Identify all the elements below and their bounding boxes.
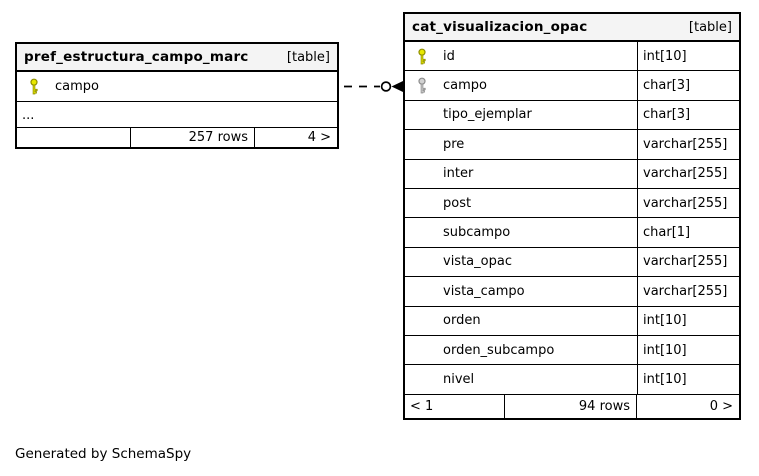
column-row: campo char[3] (405, 71, 739, 101)
column-name-cell: post (405, 189, 637, 217)
column-name-cell: tipo_ejemplar (405, 101, 637, 129)
footer-row-count: 94 rows (505, 394, 637, 418)
column-name-cell: pre (405, 130, 637, 158)
column-name: campo (443, 78, 487, 94)
footer-prev-related (17, 128, 131, 147)
table-title: cat_visualizacion_opac (412, 19, 588, 35)
column-list: campo (17, 72, 337, 102)
key-icon-placeholder (417, 312, 427, 329)
footer-row-count: 257 rows (131, 128, 255, 147)
column-row: nivel int[10] (405, 365, 739, 395)
table-title: pref_estructura_campo_marc (24, 49, 249, 65)
table-type-badge: [table] (688, 19, 732, 35)
table-header: pref_estructura_campo_marc [table] (17, 44, 337, 72)
column-name: campo (55, 79, 99, 94)
column-name: inter (443, 166, 474, 182)
foreign-key-icon (417, 77, 427, 94)
column-name: tipo_ejemplar (443, 107, 532, 123)
column-row: vista_opac varchar[255] (405, 247, 739, 278)
column-row: post varchar[255] (405, 188, 739, 219)
key-icon-placeholder (417, 371, 427, 388)
table-type-badge: [table] (286, 49, 330, 65)
table-footer: 257 rows 4 > (17, 128, 337, 147)
column-name-cell: inter (405, 160, 637, 188)
key-icon-placeholder (417, 195, 427, 212)
column-type: int[10] (637, 42, 739, 71)
table-pref-estructura-campo-marc[interactable]: pref_estructura_campo_marc [table] campo… (15, 42, 339, 149)
column-row: pre varchar[255] (405, 130, 739, 160)
column-row: inter varchar[255] (405, 159, 739, 189)
column-row: vista_campo varchar[255] (405, 277, 739, 307)
primary-key-icon (29, 78, 39, 95)
footer-next-related: 0 > (709, 398, 733, 414)
column-row: orden_subcampo int[10] (405, 335, 739, 366)
column-type: char[3] (637, 71, 739, 100)
column-name-cell: campo (17, 72, 337, 101)
footer-prev-related: < 1 (405, 394, 505, 418)
key-icon-placeholder (417, 224, 427, 241)
column-name: post (443, 195, 472, 211)
column-type: int[10] (637, 335, 739, 365)
column-name-cell: campo (405, 71, 637, 99)
relationship-connector (344, 81, 403, 92)
table-header: cat_visualizacion_opac [table] (405, 14, 739, 42)
column-row: orden int[10] (405, 306, 739, 336)
column-type: varchar[255] (637, 159, 739, 188)
key-icon-placeholder (417, 253, 427, 270)
column-type: varchar[255] (637, 130, 739, 159)
column-name-cell: nivel (405, 365, 637, 393)
key-icon-placeholder (417, 136, 427, 153)
column-list: id int[10] campo char[3] tipo_ejemplar char[3… (405, 42, 739, 395)
column-row: id int[10] (405, 42, 739, 72)
column-row: campo (17, 72, 337, 102)
column-row: tipo_ejemplar char[3] (405, 100, 739, 131)
column-type: char[3] (637, 100, 739, 130)
column-name-cell: orden (405, 307, 637, 335)
primary-key-icon (417, 48, 427, 65)
connector-circle-icon (380, 81, 392, 92)
key-icon-placeholder (417, 283, 427, 300)
key-icon-placeholder (417, 165, 427, 182)
column-name: orden (443, 313, 481, 329)
column-name: subcampo (443, 225, 511, 241)
column-name: pre (443, 136, 465, 152)
column-row: subcampo char[1] (405, 218, 739, 248)
column-name-cell: vista_opac (405, 248, 637, 276)
key-icon-placeholder (417, 342, 427, 359)
generated-by-label: Generated by SchemaSpy (15, 446, 192, 462)
footer-next-related: 4 > (307, 130, 331, 145)
column-name: id (443, 48, 455, 64)
column-type: varchar[255] (637, 277, 739, 306)
column-name: orden_subcampo (443, 342, 555, 358)
column-name: vista_opac (443, 254, 512, 270)
column-name: nivel (443, 371, 475, 387)
connector-arrow-icon (391, 81, 403, 92)
table-cat-visualizacion-opac[interactable]: cat_visualizacion_opac [table] id int[10]… (403, 12, 741, 420)
column-name-cell: vista_campo (405, 277, 637, 305)
column-name-cell: subcampo (405, 218, 637, 246)
key-icon-placeholder (417, 106, 427, 123)
column-name: vista_campo (443, 283, 525, 299)
column-type: int[10] (637, 306, 739, 335)
column-type: varchar[255] (637, 247, 739, 277)
column-type: char[1] (637, 218, 739, 247)
column-type: varchar[255] (637, 188, 739, 218)
column-name-cell: id (405, 42, 637, 70)
table-footer: < 1 94 rows 0 > (405, 394, 739, 418)
column-name-cell: orden_subcampo (405, 336, 637, 364)
column-type: int[10] (637, 365, 739, 394)
more-columns-ellipsis: ... (17, 102, 337, 128)
